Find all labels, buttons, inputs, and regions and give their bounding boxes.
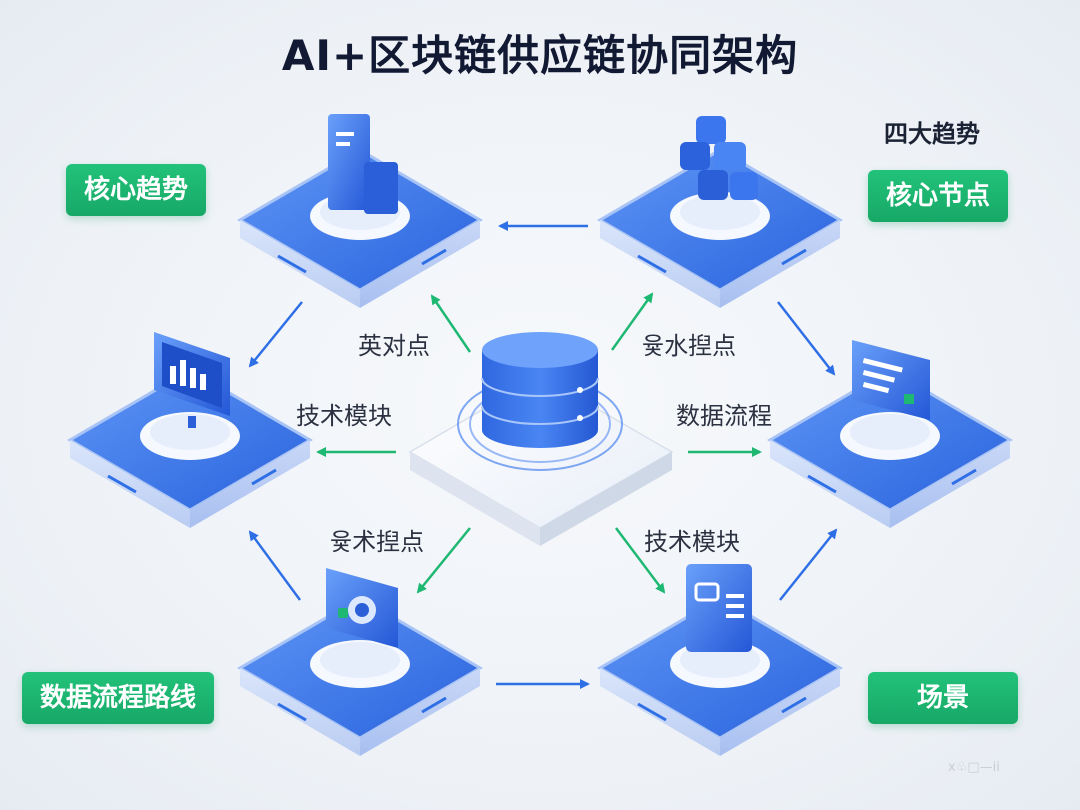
label-middle-right: 数据流程 (676, 402, 772, 430)
monitor-chart-icon (154, 332, 230, 428)
arrow-topright-to-right (777, 301, 836, 376)
database-cylinder-icon (481, 332, 599, 448)
label-middle-left: 技术模块 (296, 402, 392, 430)
label-lower-right: 技术模块 (644, 528, 740, 556)
document-list-icon (852, 340, 930, 420)
cube-cluster-icon (680, 116, 758, 200)
label-lower-left: 윷术揑点 (330, 528, 425, 556)
side-title: 四大趋势 (884, 120, 980, 148)
page-title: AI+区块链供应链协同架构 (281, 31, 799, 80)
label-upper-left: 英对点 (358, 332, 430, 360)
arrow-center-to-bottomleft (416, 527, 471, 594)
file-server-icon (686, 564, 752, 652)
center-node (408, 332, 674, 546)
node-right (767, 340, 1013, 528)
watermark: ⅹ♧□—ⅰⅰ (948, 760, 1000, 775)
badge-core-trend: 核心趋势 (66, 164, 207, 216)
node-top-left (237, 114, 483, 308)
outer-flow-arrows (248, 221, 838, 689)
arrow-center-to-bottomright (615, 527, 666, 594)
node-left (67, 332, 313, 528)
badge-scenario: 场景 (868, 672, 1018, 724)
arrow-bottomleft-to-left (248, 530, 302, 601)
server-document-icon (328, 114, 398, 214)
center-flow-arrows (316, 292, 762, 594)
label-upper-right: 윷水揑点 (642, 332, 737, 360)
node-bottom-left (237, 568, 483, 756)
arrow-bottomright-to-right (779, 528, 838, 601)
arrow-center-to-topright (610, 292, 654, 351)
arrow-center-to-topleft (430, 294, 472, 353)
node-top-right (597, 116, 843, 308)
arrow-topleft-to-left (248, 301, 303, 368)
badge-data-flow-route: 数据流程路线 (22, 672, 215, 724)
security-shield-icon (326, 568, 398, 648)
badge-core-node: 核心节点 (868, 170, 1009, 222)
node-bottom-right (597, 564, 843, 756)
